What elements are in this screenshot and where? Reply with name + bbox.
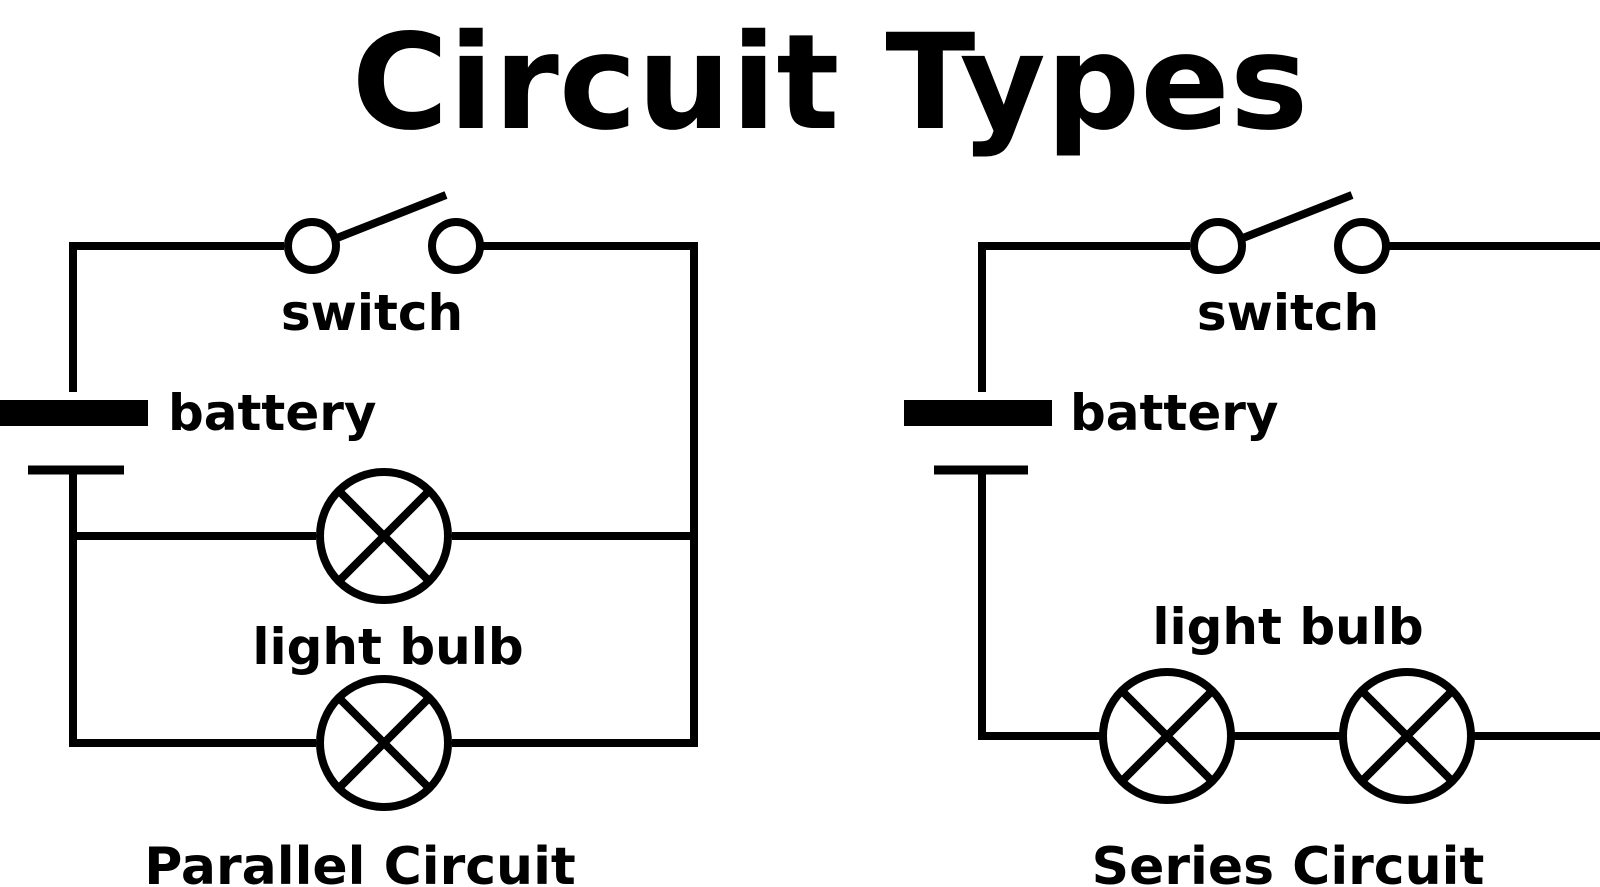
series-circuit: switch battery light bulb Series Circuit	[904, 191, 1600, 887]
parallel-circuit: switch battery light bulb Parallel Circu…	[0, 191, 698, 887]
series-caption: Series Circuit	[1092, 837, 1485, 887]
light-bulb-icon	[316, 675, 452, 811]
switch-icon	[1190, 218, 1246, 274]
series-switch	[1190, 191, 1390, 274]
switch-icon	[284, 218, 340, 274]
light-bulb-icon	[1339, 668, 1475, 804]
series-bulb-label: light bulb	[1152, 598, 1423, 656]
bulb-cross	[338, 490, 430, 582]
bulb-cross	[338, 697, 430, 789]
parallel-top-wire	[69, 242, 698, 747]
parallel-bulb-label: light bulb	[252, 618, 523, 676]
switch-lever	[1241, 191, 1354, 242]
switch-lever	[335, 191, 448, 242]
series-top-wire	[978, 242, 1600, 392]
parallel-caption: Parallel Circuit	[144, 837, 576, 887]
series-switch-label: switch	[1197, 284, 1379, 342]
light-bulb-icon	[316, 468, 452, 604]
parallel-switch-label: switch	[281, 284, 463, 342]
series-left-wire	[978, 470, 1102, 740]
battery-icon	[0, 400, 148, 475]
bulb-cross	[1361, 690, 1453, 782]
series-battery-label: battery	[1070, 384, 1279, 442]
light-bulb-icon	[1099, 668, 1235, 804]
bulb-cross	[1121, 690, 1213, 782]
page-title: Circuit Types	[352, 6, 1309, 160]
switch-terminal-right	[1334, 218, 1390, 274]
switch-terminal-right	[428, 218, 484, 274]
parallel-battery-label: battery	[168, 384, 377, 442]
parallel-switch	[284, 191, 484, 274]
parallel-left-wire	[69, 470, 316, 747]
battery-icon	[904, 400, 1052, 475]
